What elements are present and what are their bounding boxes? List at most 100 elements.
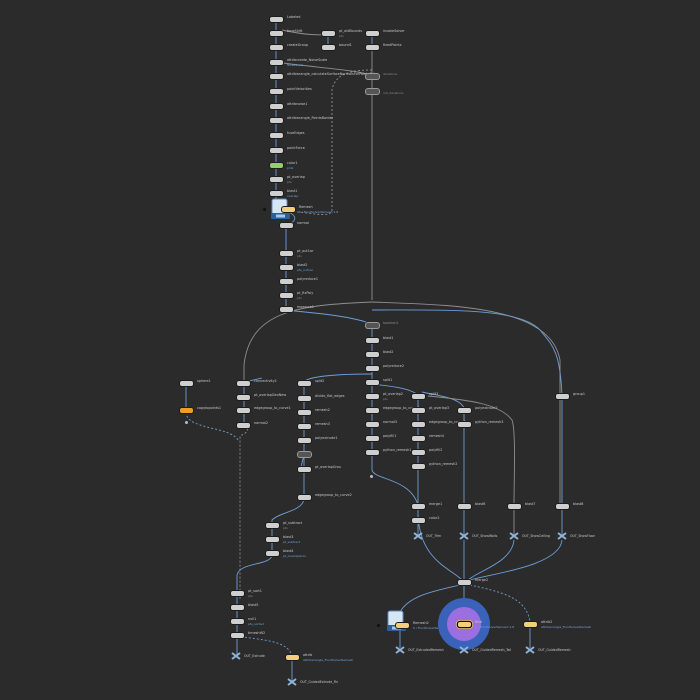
node-label: color1 bbox=[287, 161, 298, 165]
node-label: fuseEdges bbox=[287, 131, 305, 135]
node-comment: pink bbox=[287, 166, 294, 170]
port-dot bbox=[370, 475, 373, 478]
output-x-icon bbox=[413, 532, 423, 540]
node-comment: overlap bbox=[287, 194, 299, 198]
output-label: OUT_ShowCeiling bbox=[522, 534, 550, 538]
wire bbox=[236, 635, 293, 657]
node-label: pt_subtract bbox=[283, 521, 303, 525]
node-label: edgegroup_to_curve1 bbox=[383, 406, 420, 410]
node-label: blast1 bbox=[383, 336, 394, 340]
node-label: group1 bbox=[573, 392, 586, 396]
node-label: pt_oldBounds bbox=[339, 29, 362, 33]
node-label: blast1 bbox=[287, 189, 298, 193]
node-label: remesh2 bbox=[315, 408, 330, 412]
node-label: pt_overlapGrou bbox=[315, 465, 342, 469]
node-label: split1 bbox=[383, 378, 393, 382]
node-label: blast6 bbox=[475, 502, 486, 506]
node-comment: pts bbox=[339, 34, 344, 38]
node-label: attrib2 bbox=[541, 620, 553, 624]
node-label: normal2 bbox=[254, 421, 269, 425]
node-comment: pt_overlapGrou bbox=[283, 554, 307, 558]
node-comment: pts bbox=[283, 526, 288, 530]
node-label: pt_sort1 bbox=[248, 589, 262, 593]
output-label: OUT_GuidedRemesh bbox=[538, 648, 571, 652]
output-label: OUT_ExtrudedRemesh bbox=[408, 648, 444, 652]
node-label: polyfill2 bbox=[429, 448, 443, 452]
node-label: pt_fixPoly bbox=[297, 291, 314, 295]
node-label: blast2 bbox=[383, 350, 394, 354]
node-comment: attribwrangle_FluidSolverRemesh bbox=[303, 658, 354, 662]
output-label: OUT_ShowWalls bbox=[472, 534, 498, 538]
output-label: OUT_GuidedExtrude_Fin bbox=[300, 680, 339, 684]
node-label: blast8 bbox=[573, 502, 584, 506]
node-label: attrib bbox=[303, 653, 313, 657]
output-label: OUT_ShowFloor bbox=[570, 534, 595, 538]
node-label: final bbox=[475, 620, 483, 624]
node-comment: pts bbox=[383, 397, 388, 401]
wire bbox=[371, 309, 563, 396]
node-label: normal bbox=[297, 221, 309, 225]
output-x-icon bbox=[395, 646, 405, 654]
node-label: attribwrangle_PointsBorder bbox=[287, 116, 334, 120]
node-comment: 0 / FluidSolverRemesh 1.8 bbox=[299, 210, 339, 214]
node-label: normal3 bbox=[383, 420, 398, 424]
node-label: split2 bbox=[315, 379, 325, 383]
node-label: polyextrude2 bbox=[475, 406, 498, 410]
node-label: color2 bbox=[429, 516, 440, 520]
node-label: edgegroup_to_curve1 bbox=[254, 406, 291, 410]
node-label: Labeled bbox=[287, 15, 301, 19]
node-comment: pts bbox=[297, 296, 302, 300]
node-label: attribnoise1 bbox=[287, 102, 308, 106]
output-x-icon bbox=[231, 652, 241, 660]
node-label: timeShift bbox=[287, 29, 303, 33]
output-label: OUT_GuidedRemesh_Tail bbox=[472, 648, 512, 652]
output-x-icon bbox=[557, 532, 567, 540]
wire bbox=[465, 583, 531, 623]
node-label: polyextrude1 bbox=[315, 436, 338, 440]
node-label: pt_out1ar bbox=[297, 249, 314, 253]
node-label: python_remesh3 bbox=[475, 420, 504, 424]
output-x-icon bbox=[287, 678, 297, 686]
node-label: merge1 bbox=[429, 502, 443, 506]
node-label: connectivity1 bbox=[254, 379, 277, 383]
node-label: blast3 bbox=[283, 535, 294, 539]
wire bbox=[243, 301, 373, 380]
node-label: split3 bbox=[429, 392, 439, 396]
node-comment: NoiseScale bbox=[287, 63, 304, 67]
output-label: OUT_Trim bbox=[426, 534, 442, 538]
wire bbox=[371, 301, 561, 505]
node-label: blast5 bbox=[248, 603, 259, 607]
wire bbox=[285, 309, 367, 323]
node-label: python_remesh2 bbox=[429, 462, 458, 466]
node-label: polyfill1 bbox=[383, 434, 397, 438]
node-label: pointVelocities bbox=[287, 87, 312, 91]
node-comment: pts bbox=[248, 594, 253, 598]
node-comment: iterations bbox=[383, 72, 398, 76]
output-label: OUT_Extrude bbox=[244, 654, 265, 658]
node-label: blast4 bbox=[283, 549, 294, 553]
node-label: Remesh bbox=[299, 205, 313, 209]
node-comment: pts bbox=[287, 180, 292, 184]
node-label: blast7 bbox=[525, 502, 536, 506]
node-label: attribwrangle_calculateSurfaceNormalsFor… bbox=[287, 72, 378, 76]
wire bbox=[236, 555, 273, 655]
wire bbox=[239, 425, 248, 600]
node-label: measure1 bbox=[297, 305, 314, 309]
output-x-icon bbox=[459, 646, 469, 654]
wire bbox=[399, 583, 465, 613]
node-label: polyreduce1 bbox=[297, 277, 318, 281]
node-label: boolean1 bbox=[383, 321, 399, 325]
node-label: pt_overlap3 bbox=[429, 406, 450, 410]
node-label: remesh4 bbox=[429, 434, 444, 438]
node-label: edgegroup_to_curve3 bbox=[429, 420, 466, 424]
output-x-icon bbox=[525, 646, 535, 654]
node-label: edgegroup_to_curve2 bbox=[315, 493, 352, 497]
node-label: divide_flat_edges bbox=[315, 394, 345, 398]
port-dot bbox=[185, 421, 188, 424]
node-comment: pts_out1ar bbox=[297, 268, 314, 272]
node-comment: 0 / FluidSolverRemesh 1.8 bbox=[413, 626, 453, 630]
node-label: pt_overlapGeoNew bbox=[254, 393, 287, 397]
node-label: null1 bbox=[248, 617, 257, 621]
